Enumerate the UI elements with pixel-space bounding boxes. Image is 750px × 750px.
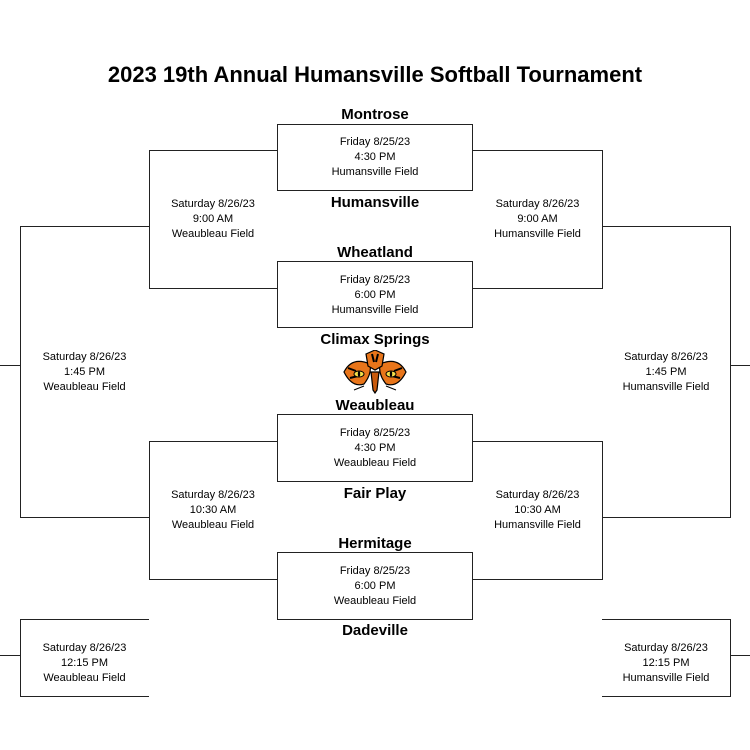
team-hermitage: Hermitage bbox=[338, 535, 412, 552]
game-time: 6:00 PM bbox=[354, 289, 396, 301]
game-date: Saturday 8/26/23 bbox=[624, 642, 708, 654]
game-info: Friday 8/25/23 4:30 PM Weaubleau Field bbox=[275, 426, 475, 471]
game-box-3 bbox=[277, 414, 473, 482]
game-info: Saturday 8/26/23 1:45 PM Weaubleau Field bbox=[20, 350, 149, 395]
page-title: 2023 19th Annual Humansville Softball To… bbox=[107, 62, 643, 87]
game-field: Humansville Field bbox=[331, 304, 419, 316]
game-date: Saturday 8/26/23 bbox=[624, 351, 708, 363]
connector-line bbox=[603, 226, 731, 227]
game-field: Humansville Field bbox=[622, 672, 710, 684]
game-time: 9:00 AM bbox=[517, 213, 558, 225]
game-date: Saturday 8/26/23 bbox=[495, 198, 580, 210]
game-time: 4:30 PM bbox=[354, 442, 396, 454]
game-date: Saturday 8/26/23 bbox=[42, 351, 127, 363]
game-box-2 bbox=[277, 261, 473, 328]
game-box-1 bbox=[277, 124, 473, 191]
game-field: Weaubleau Field bbox=[171, 519, 255, 531]
game-info: Saturday 8/26/23 10:30 AM Weaubleau Fiel… bbox=[149, 488, 277, 533]
game-time: 10:30 AM bbox=[189, 504, 237, 516]
game-info: Saturday 8/26/23 1:45 PM Humansville Fie… bbox=[602, 350, 730, 395]
team-humansville: Humansville bbox=[330, 194, 420, 211]
game-time: 9:00 AM bbox=[192, 213, 234, 225]
connector-line bbox=[730, 365, 750, 366]
game-date: Friday 8/25/23 bbox=[339, 565, 411, 577]
connector-line bbox=[149, 150, 277, 151]
game-time: 1:45 PM bbox=[645, 366, 687, 378]
connector-line bbox=[149, 288, 277, 289]
game-date: Saturday 8/26/23 bbox=[495, 489, 580, 501]
team-montrose: Montrose bbox=[341, 106, 409, 123]
team-climax-springs: Climax Springs bbox=[320, 331, 430, 348]
game-box-4 bbox=[277, 552, 473, 620]
game-field: Humansville Field bbox=[622, 381, 710, 393]
connector-line bbox=[20, 517, 149, 518]
game-time: 4:30 PM bbox=[354, 151, 396, 163]
connector-line bbox=[730, 619, 731, 696]
game-time: 12:15 PM bbox=[642, 657, 690, 669]
game-info: Saturday 8/26/23 12:15 PM Weaubleau Fiel… bbox=[20, 641, 149, 686]
game-field: Humansville Field bbox=[494, 228, 581, 240]
game-time: 12:15 PM bbox=[60, 657, 109, 669]
connector-line bbox=[602, 619, 731, 620]
connector-line bbox=[20, 619, 149, 620]
team-fair-play: Fair Play bbox=[343, 485, 407, 502]
game-info: Saturday 8/26/23 9:00 AM Weaubleau Field bbox=[149, 197, 277, 242]
connector-line bbox=[20, 619, 21, 696]
connector-line bbox=[730, 655, 750, 656]
connector-line bbox=[730, 226, 731, 517]
connector-line bbox=[602, 696, 731, 697]
game-field: Weaubleau Field bbox=[43, 672, 126, 684]
game-field: Weaubleau Field bbox=[171, 228, 255, 240]
game-field: Weaubleau Field bbox=[333, 595, 417, 607]
connector-line bbox=[0, 365, 20, 366]
connector-line bbox=[473, 441, 603, 442]
game-info: Friday 8/25/23 6:00 PM Weaubleau Field bbox=[275, 564, 475, 609]
game-date: Friday 8/25/23 bbox=[339, 136, 411, 148]
connector-line bbox=[473, 288, 603, 289]
connector-line bbox=[149, 579, 277, 580]
team-dadeville: Dadeville bbox=[342, 622, 408, 639]
connector-line bbox=[0, 655, 20, 656]
game-date: Friday 8/25/23 bbox=[339, 427, 411, 439]
connector-line bbox=[603, 517, 731, 518]
game-field: Humansville Field bbox=[331, 166, 419, 178]
game-field: Weaubleau Field bbox=[333, 457, 417, 469]
game-time: 10:30 AM bbox=[514, 504, 561, 516]
connector-line bbox=[473, 150, 603, 151]
game-time: 1:45 PM bbox=[64, 366, 105, 378]
tiger-mascot-icon bbox=[343, 350, 407, 394]
connector-line bbox=[149, 441, 150, 579]
connector-line bbox=[20, 226, 149, 227]
game-info: Saturday 8/26/23 10:30 AM Humansville Fi… bbox=[473, 488, 602, 533]
connector-line bbox=[473, 579, 603, 580]
team-weaubleau: Weaubleau bbox=[335, 397, 415, 414]
game-field: Weaubleau Field bbox=[43, 381, 126, 393]
game-field: Humansville Field bbox=[494, 519, 581, 531]
connector-line bbox=[602, 150, 603, 288]
game-info: Friday 8/25/23 4:30 PM Humansville Field bbox=[275, 135, 475, 180]
game-date: Saturday 8/26/23 bbox=[42, 642, 127, 654]
connector-line bbox=[149, 150, 150, 288]
game-time: 6:00 PM bbox=[354, 580, 396, 592]
game-date: Friday 8/25/23 bbox=[339, 274, 411, 286]
game-date: Saturday 8/26/23 bbox=[171, 489, 255, 501]
connector-line bbox=[602, 441, 603, 579]
game-info: Saturday 8/26/23 9:00 AM Humansville Fie… bbox=[473, 197, 602, 242]
connector-line bbox=[20, 226, 21, 517]
team-wheatland: Wheatland bbox=[337, 244, 413, 261]
game-info: Saturday 8/26/23 12:15 PM Humansville Fi… bbox=[602, 641, 730, 686]
connector-line bbox=[149, 441, 277, 442]
game-info: Friday 8/25/23 6:00 PM Humansville Field bbox=[275, 273, 475, 318]
connector-line bbox=[20, 696, 149, 697]
game-date: Saturday 8/26/23 bbox=[171, 198, 255, 210]
